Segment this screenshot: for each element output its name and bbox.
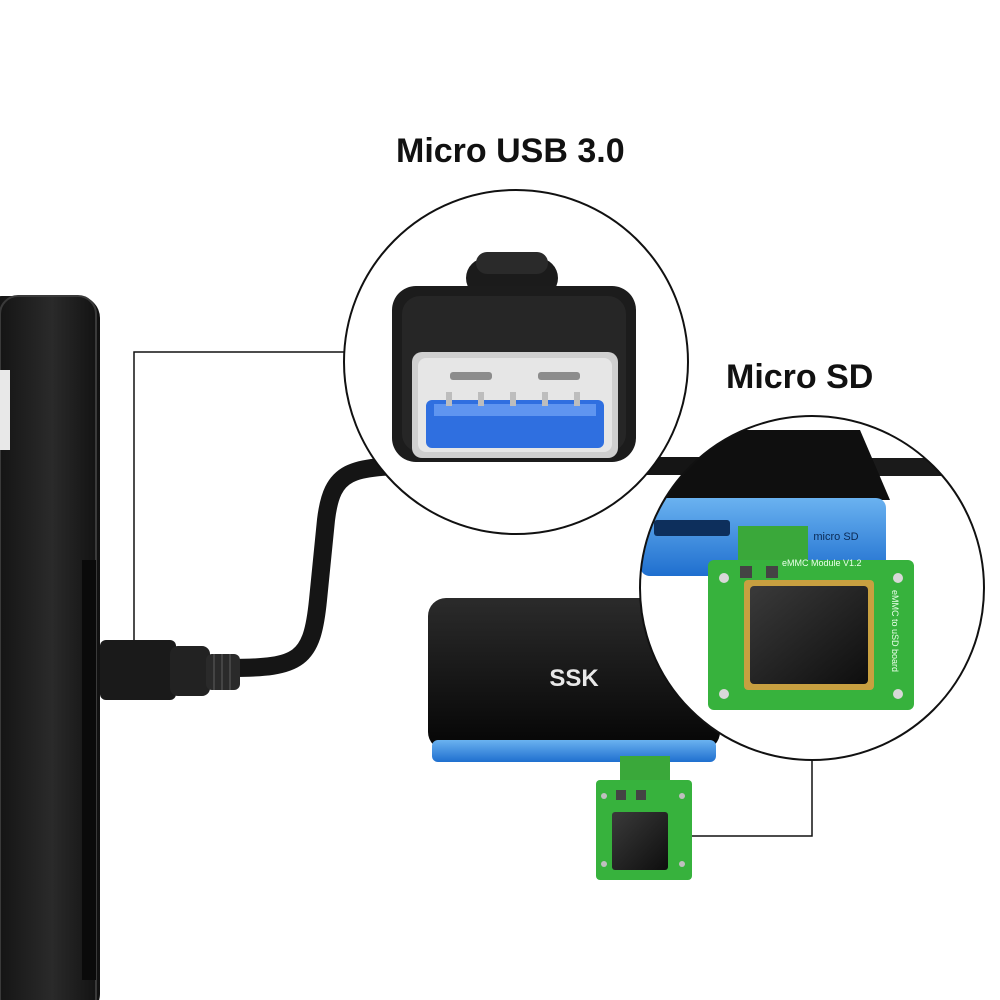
board-silkscreen-top: eMMC Module V1.2 [782, 558, 862, 568]
board-silkscreen-side: eMMC to uSD board [890, 590, 900, 672]
micro-sd-label: Micro SD [726, 358, 874, 396]
usb-cable [221, 457, 709, 677]
micro-sd-slot-label: micro SD [813, 531, 858, 543]
micro-usb-label: Micro USB 3.0 [396, 132, 625, 170]
sd-callout-line [692, 760, 813, 837]
usb-callout-line [133, 351, 346, 640]
laptop-sticker [0, 370, 10, 450]
usb-plug-connector [100, 640, 240, 700]
usb-zoom-circle [343, 189, 689, 535]
emmc-adapter-small [596, 756, 692, 880]
laptop-body [0, 295, 100, 1000]
reader-brand-logo: SSK [549, 665, 599, 692]
sd-zoom-circle: micro SD eMMC Module V1.2 eMMC to uSD bo… [639, 415, 985, 761]
